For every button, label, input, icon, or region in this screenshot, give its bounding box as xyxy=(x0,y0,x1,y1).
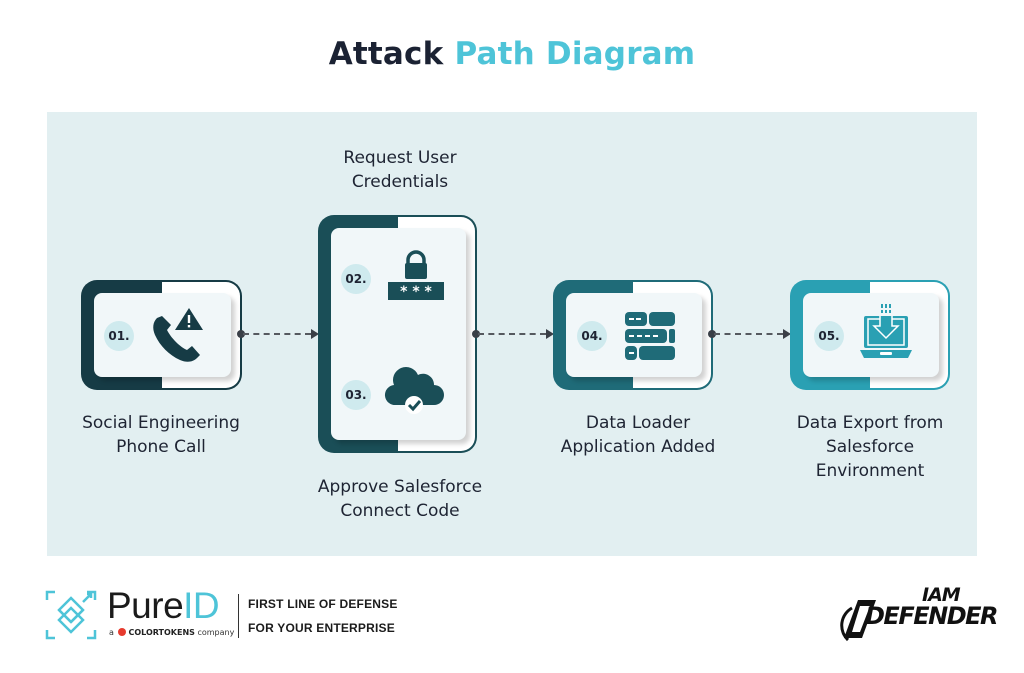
arrow-right-icon xyxy=(783,329,791,339)
brand-sub-colortokens: COLORTOKENS xyxy=(128,628,195,637)
brand-name-pure: Pure xyxy=(107,585,184,626)
brand-name-id: ID xyxy=(183,585,220,626)
step-1-label: Social Engineering Phone Call xyxy=(56,411,266,459)
step-3-label-line2: Connect Code xyxy=(340,501,460,521)
cloud-check-icon xyxy=(384,367,444,414)
connector-2-4 xyxy=(472,329,554,339)
brand-name: PureID xyxy=(107,585,220,627)
iam-defender-logo: IAM DEFENDER xyxy=(840,582,999,644)
step-4-label: Data Loader Application Added xyxy=(528,411,748,459)
connector-dot xyxy=(237,330,245,338)
step-2-3-card: 02. * * * 03. xyxy=(318,215,477,453)
pureid-mark-icon xyxy=(45,590,97,640)
footer-divider xyxy=(238,594,239,638)
step-5-card: 05. xyxy=(790,280,950,390)
connector-dot xyxy=(472,330,480,338)
connector-dot xyxy=(708,330,716,338)
brand-subtitle: a COLORTOKENS company xyxy=(109,628,234,637)
password-lock-icon: * * * xyxy=(388,250,444,300)
phone-warning-icon xyxy=(153,308,203,362)
defender-emblem-icon xyxy=(840,600,876,642)
step-3-label-line1: Approve Salesforce xyxy=(317,477,483,497)
connector-line xyxy=(243,333,311,335)
step-5-label: Data Export from Salesforce Environment xyxy=(765,411,975,483)
step-1-card: 01. xyxy=(81,280,242,390)
logo-defender-text: DEFENDER xyxy=(865,602,999,630)
connector-4-5 xyxy=(708,329,791,339)
step-3-label: Approve Salesforce Connect Code xyxy=(290,475,510,523)
brand-sub-a: a xyxy=(109,628,114,637)
server-stack-icon xyxy=(625,312,675,360)
colortokens-icon xyxy=(118,628,127,636)
pureid-logo: PureID a COLORTOKENS company FIRST LINE … xyxy=(45,585,405,643)
step-1-label-line2: Phone Call xyxy=(116,437,206,457)
step-number-badge: 02. xyxy=(341,264,371,294)
step-4-card: 04. xyxy=(553,280,713,390)
arrow-right-icon xyxy=(311,329,319,339)
connector-1-2 xyxy=(237,329,319,339)
step-number-badge: 03. xyxy=(341,380,371,410)
step-4-label-line2: Application Added xyxy=(560,437,716,457)
brand-sub-company: company xyxy=(197,628,235,637)
step-5-label-line1: Data Export from xyxy=(796,413,944,433)
step-2-label: Request User Credentials xyxy=(300,146,500,194)
laptop-download-icon xyxy=(860,304,912,358)
arrow-right-icon xyxy=(546,329,554,339)
step-2-label-line1: Request User xyxy=(343,148,457,168)
step-number-badge: 01. xyxy=(104,321,134,351)
step-number-badge: 04. xyxy=(577,321,607,351)
tagline-line1: FIRST LINE OF DEFENSE xyxy=(248,597,398,611)
step-5-label-line2: Salesforce xyxy=(825,437,915,457)
connector-line xyxy=(714,333,783,335)
step-2-label-line2: Credentials xyxy=(351,172,449,192)
svg-text:* * *: * * * xyxy=(400,284,432,300)
step-1-label-line1: Social Engineering xyxy=(82,413,240,433)
diagram-title: Attack Path Diagram xyxy=(0,36,1024,72)
tagline-line2: FOR YOUR ENTERPRISE xyxy=(248,621,395,635)
step-number-badge: 05. xyxy=(814,321,844,351)
connector-line xyxy=(478,333,546,335)
logo-iam-text: IAM xyxy=(922,584,961,606)
step-5-label-line3: Environment xyxy=(815,461,925,481)
title-part-dark: Attack xyxy=(328,36,444,72)
step-4-label-line1: Data Loader xyxy=(585,413,691,433)
title-part-accent: Path Diagram xyxy=(454,36,696,72)
